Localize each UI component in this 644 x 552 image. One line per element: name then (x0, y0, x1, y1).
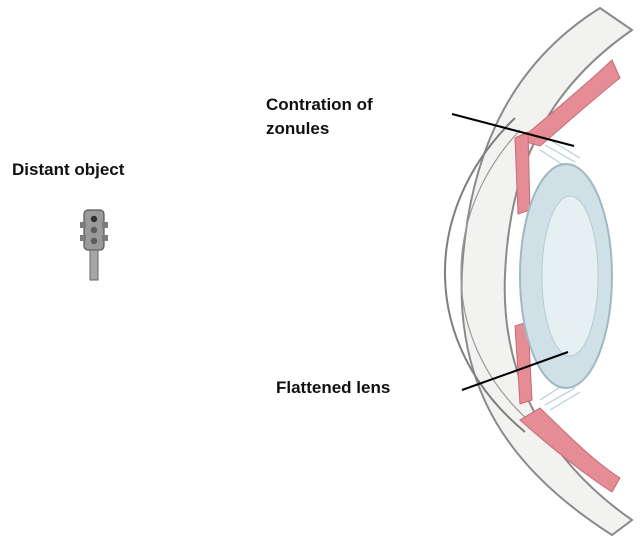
lens-nucleus (542, 196, 598, 356)
distant-object-label: Distant object (12, 158, 124, 182)
flattened-lens-label: Flattened lens (276, 376, 390, 400)
zonule-label-line1: Contration of (266, 93, 373, 117)
traffic-light-icon (80, 210, 108, 280)
zonule-label-line2: zonules (266, 117, 373, 141)
zonule-contraction-label: Contration of zonules (266, 93, 373, 141)
ciliary-muscle-upper-inner (515, 132, 530, 214)
